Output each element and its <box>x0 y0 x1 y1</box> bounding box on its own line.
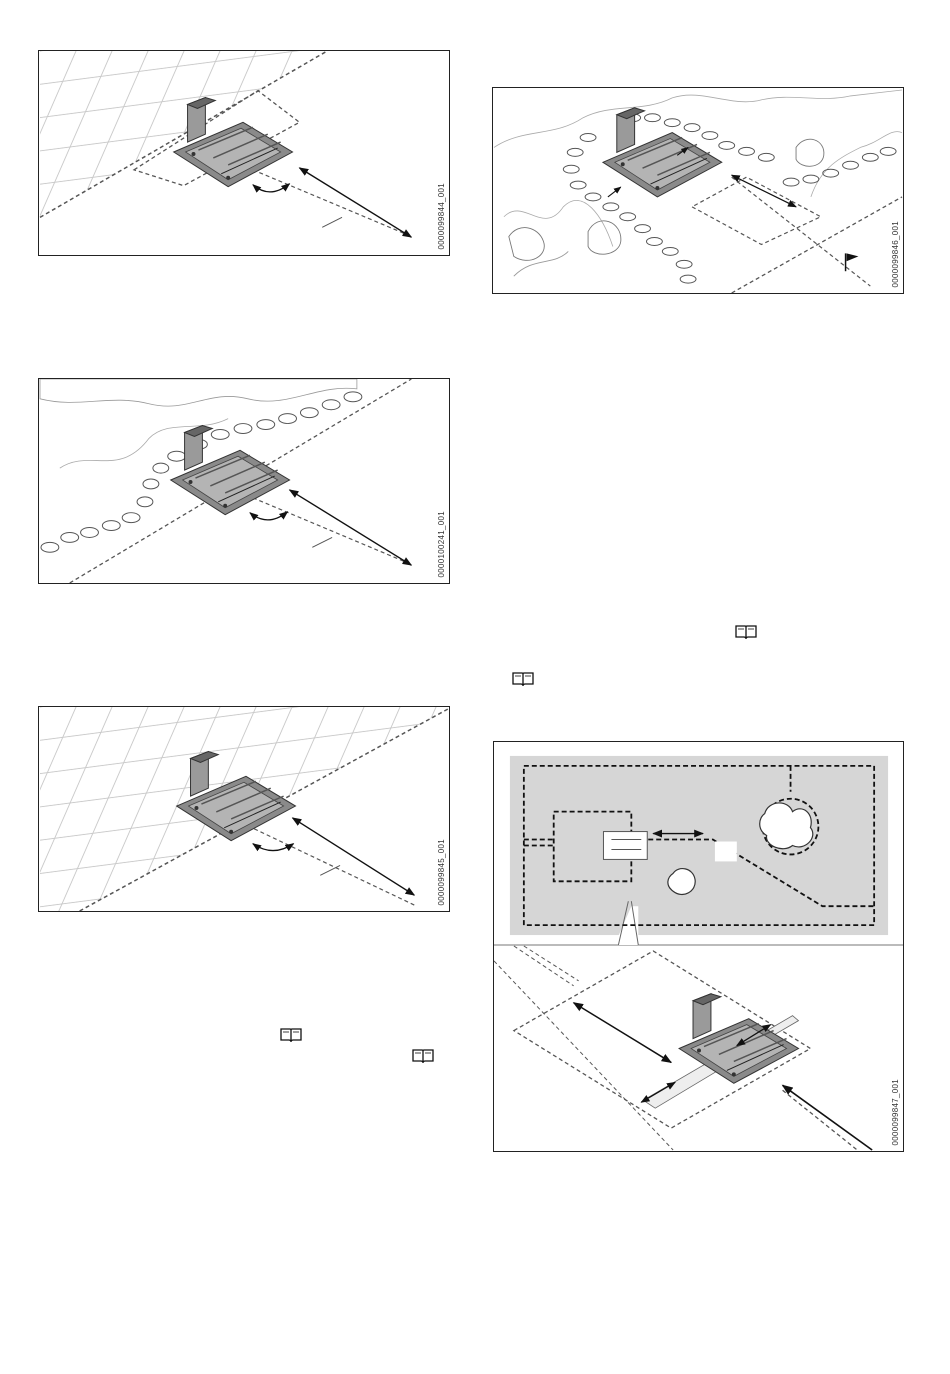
book-icon <box>412 1048 434 1063</box>
figure-3-code: 0000099845_001 <box>437 839 446 906</box>
figure-2: 0000100241_001 <box>38 378 450 584</box>
figure-5-illustration <box>494 742 903 1151</box>
figure-5: 0000099847_001 <box>493 741 904 1152</box>
figure-2-illustration <box>39 379 449 583</box>
figure-3: 0000099845_001 <box>38 706 450 912</box>
figure-4-code: 0000099846_001 <box>891 221 900 288</box>
figure-4-illustration <box>493 88 903 293</box>
book-icon <box>735 624 757 639</box>
figure-5-code: 0000099847_001 <box>891 1079 900 1146</box>
figure-2-code: 0000100241_001 <box>437 511 446 578</box>
book-icon <box>280 1027 302 1042</box>
figure-4: 0000099846_001 <box>492 87 904 294</box>
figure-1: 0000099844_001 <box>38 50 450 256</box>
book-icon <box>512 671 534 686</box>
figure-3-illustration <box>39 707 449 911</box>
figure-1-code: 0000099844_001 <box>437 183 446 250</box>
figure-1-illustration <box>39 51 449 255</box>
